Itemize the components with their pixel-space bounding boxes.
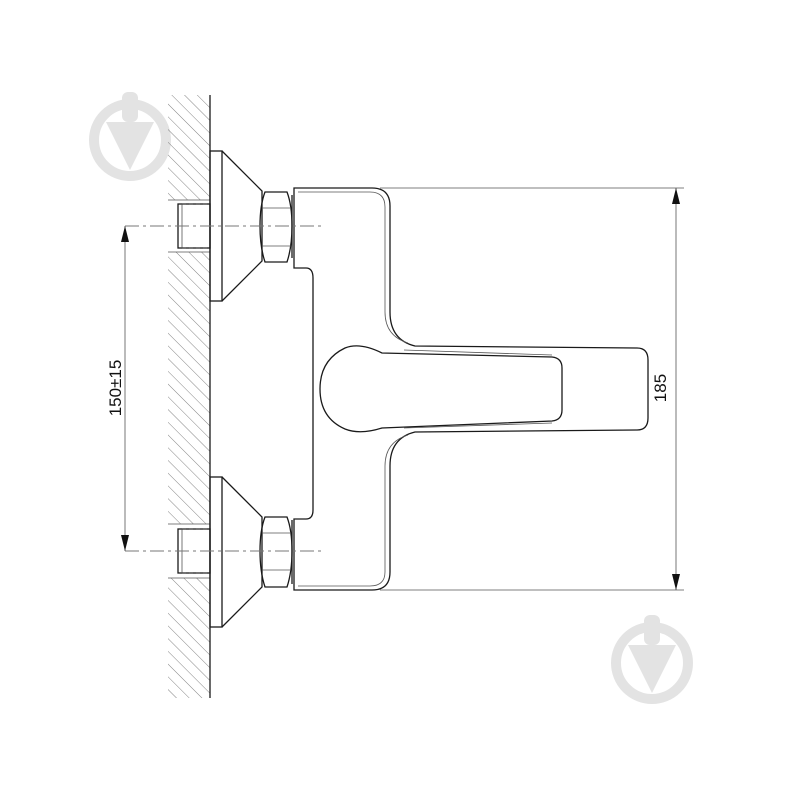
dimension-overall-height: 185 bbox=[380, 187, 684, 591]
wall-section bbox=[168, 95, 211, 698]
dimension-label-overall-height: 185 bbox=[651, 374, 670, 402]
hex-nut-bottom bbox=[259, 516, 293, 588]
watermark-icon-bottom bbox=[611, 615, 693, 704]
faucet-body bbox=[293, 187, 649, 591]
lever-handle bbox=[319, 345, 563, 433]
dimension-label-inlet-spacing: 150±15 bbox=[106, 360, 125, 417]
escutcheon-bottom bbox=[209, 476, 263, 628]
hex-nut-top bbox=[259, 191, 293, 263]
watermark-icon-top bbox=[89, 92, 171, 181]
dimension-inlet-spacing: 150±15 bbox=[106, 226, 129, 551]
